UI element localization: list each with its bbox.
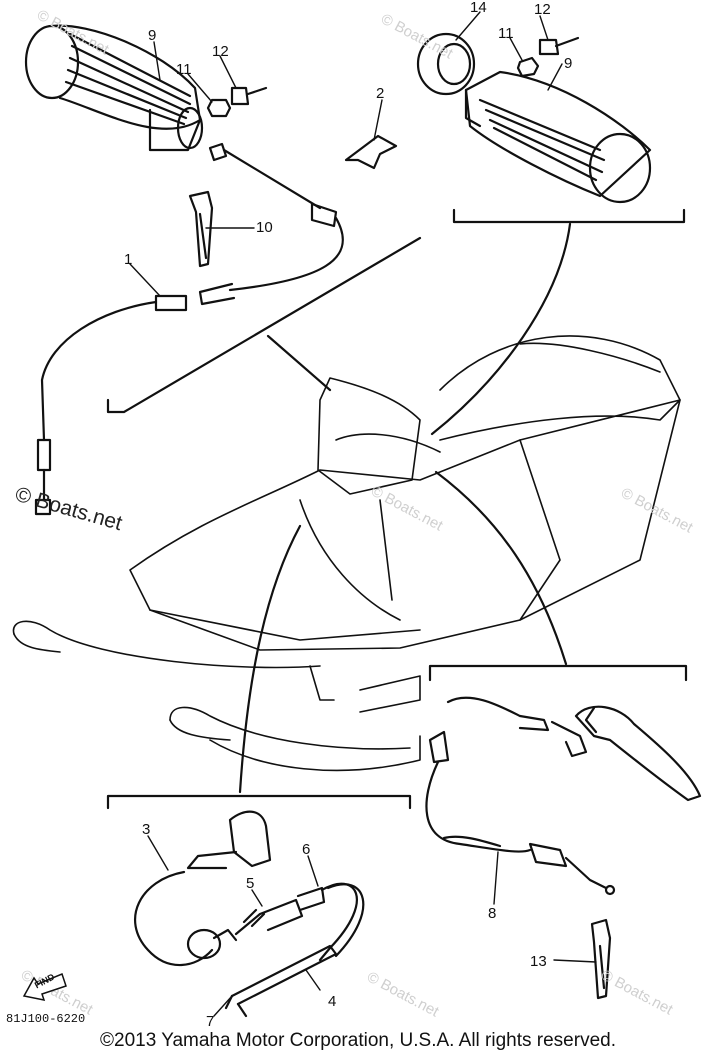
bolt-left-drawing	[230, 86, 268, 106]
callout-11: 11	[176, 61, 192, 78]
part-code: 81J100-6220	[6, 1012, 86, 1026]
grip-left-drawing	[24, 24, 204, 152]
callout-8: 8	[488, 905, 496, 922]
callout-5: 5	[246, 875, 254, 892]
choke-cable-drawing	[134, 810, 365, 967]
callout-7: 7	[206, 1013, 214, 1030]
group-bracket-top-left	[106, 236, 422, 414]
callout-11: 11	[498, 25, 514, 42]
callout-13: 13	[530, 953, 547, 970]
leader-arrow-grip	[430, 222, 572, 436]
watermark: © Boats.net	[364, 969, 442, 1021]
clip-drawing	[344, 134, 398, 170]
bolt-right-drawing	[538, 36, 580, 56]
grip-right-drawing	[464, 70, 652, 204]
leader-arrow-brake	[434, 470, 568, 666]
cable-tube-drawing	[224, 944, 338, 1018]
callout-4: 4	[328, 993, 336, 1010]
nut-left-drawing	[206, 98, 232, 118]
find-arrow-icon[interactable]	[22, 972, 68, 1002]
callout-10: 10	[256, 219, 273, 236]
leader-arrow-choke	[238, 524, 302, 794]
nut-right-drawing	[516, 56, 540, 78]
group-bracket-bottom-right	[428, 664, 688, 682]
group-bracket-bottom-left	[106, 794, 412, 810]
cable-tie-upper-drawing	[188, 190, 214, 268]
watermark: © Boats.net	[368, 483, 446, 535]
callout-14: 14	[470, 0, 487, 16]
leader-arrow-throttle	[266, 334, 332, 392]
cable-tie-lower-drawing	[590, 918, 612, 1000]
callout-12: 12	[212, 43, 229, 60]
collar-drawing	[416, 32, 476, 96]
callout-9: 9	[564, 55, 572, 72]
callout-9: 9	[148, 27, 156, 44]
throttle-cable-drawing	[34, 142, 344, 516]
callout-6: 6	[302, 841, 310, 858]
callout-labels: 9 11 12 2 14 11 12 9 10 1 3 6 5 4 7 8 13	[124, 0, 572, 1030]
callout-1: 1	[124, 251, 132, 268]
brake-cable-drawing	[425, 696, 616, 896]
group-bracket-top-right	[452, 208, 686, 224]
callout-3: 3	[142, 821, 150, 838]
watermark: © Boats.net	[378, 11, 456, 63]
callout-2: 2	[376, 85, 384, 102]
copyright-notice: ©2013 Yamaha Motor Corporation, U.S.A. A…	[100, 1030, 616, 1051]
watermark: © Boats.net	[598, 967, 676, 1019]
snowmobile-drawing	[12, 335, 681, 772]
callout-12: 12	[534, 1, 551, 18]
watermark-main: © Boats.net	[13, 483, 125, 535]
brake-lever-drawing	[574, 705, 702, 802]
